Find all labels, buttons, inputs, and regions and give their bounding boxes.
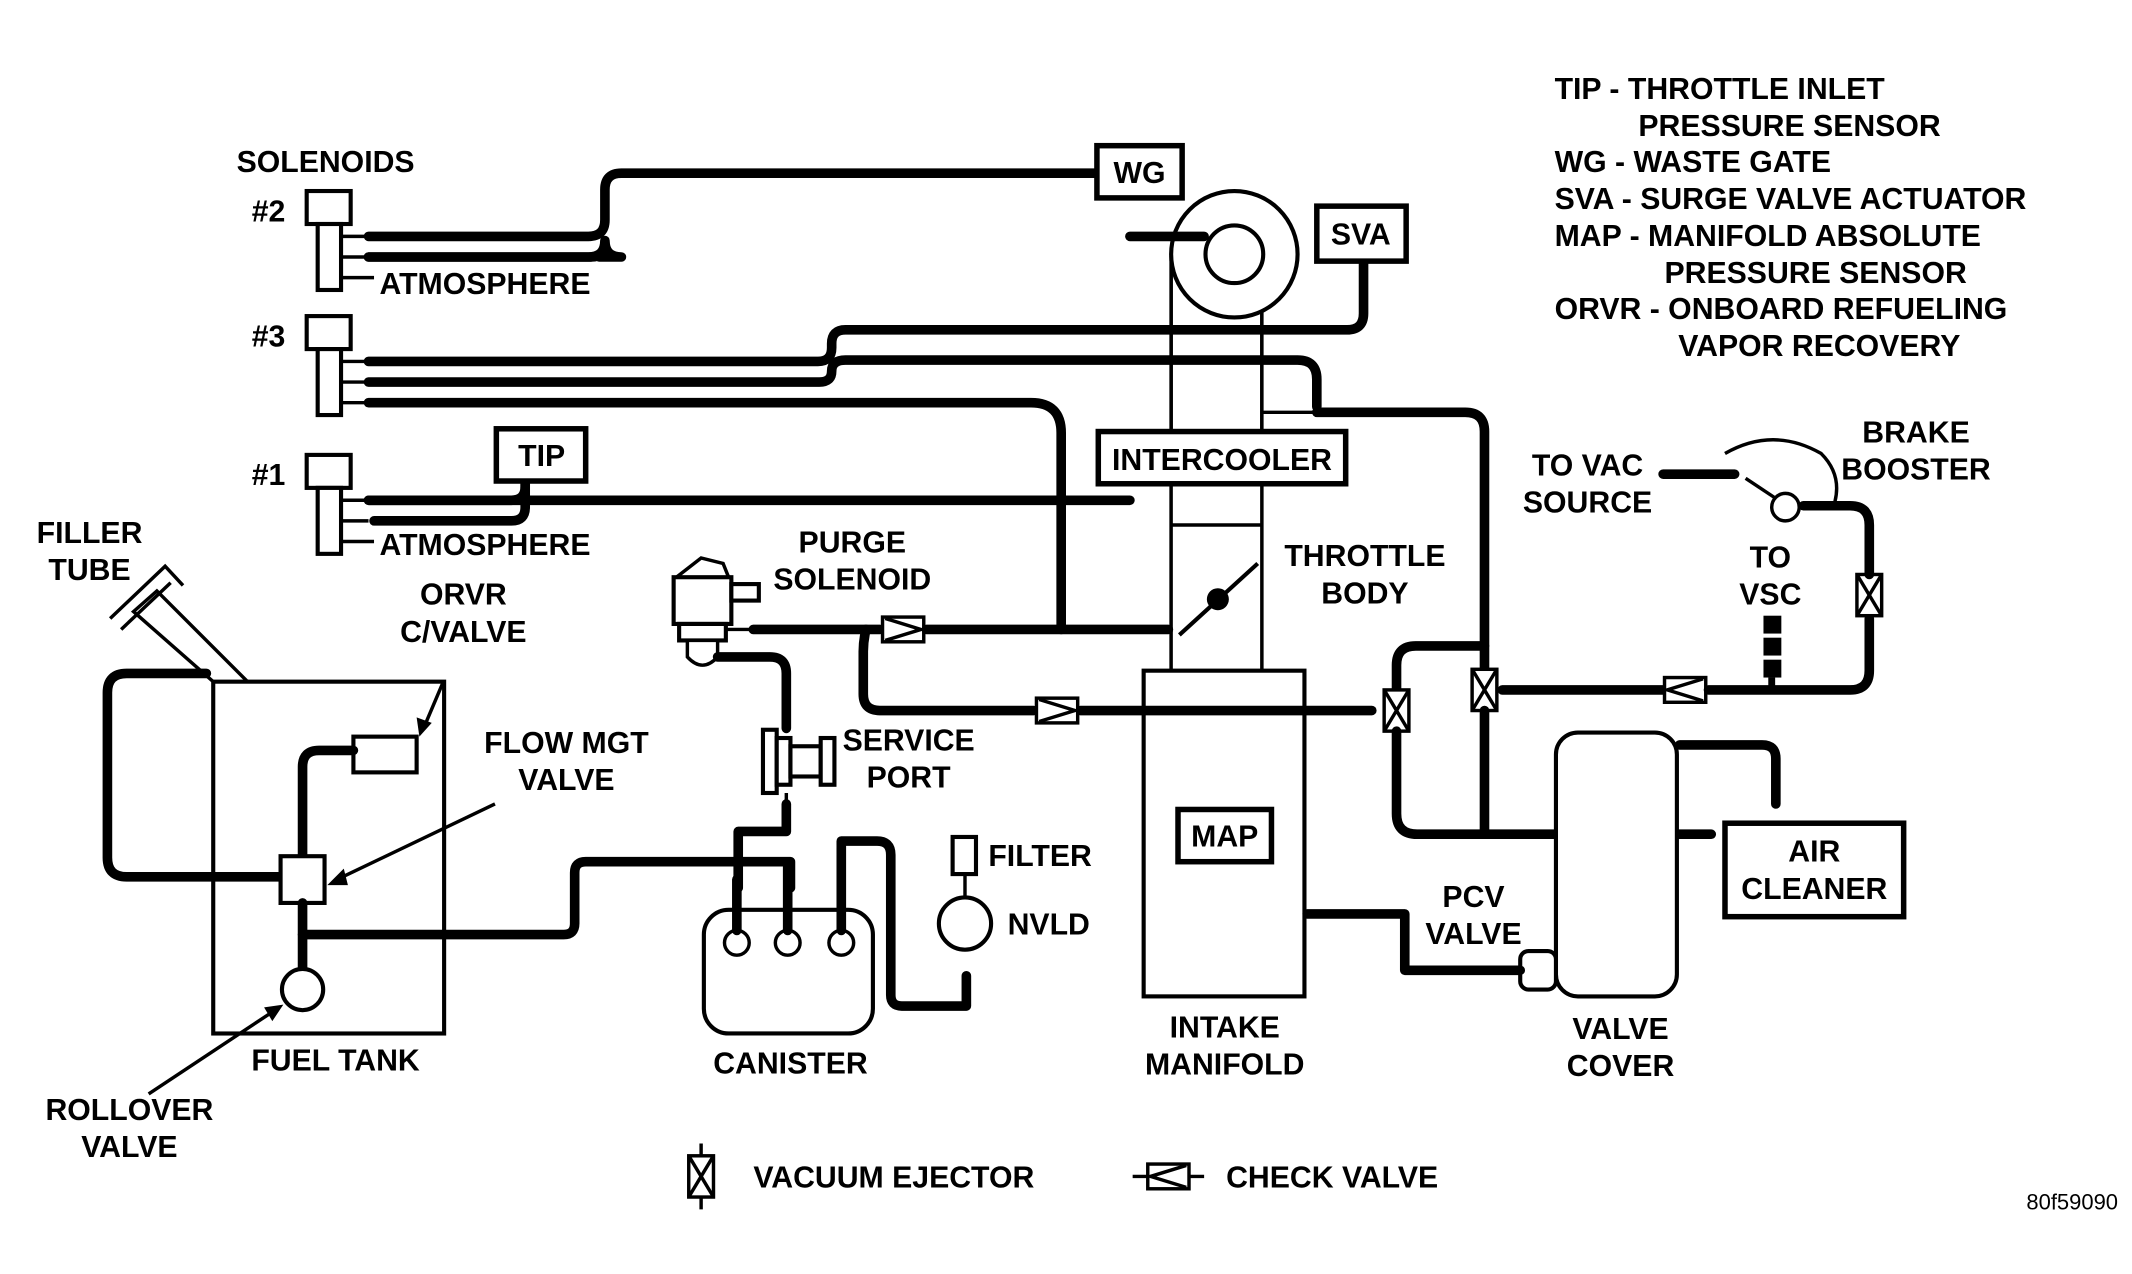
fuel-tank: [211, 679, 447, 1036]
air-cleaner-label-1: AIR: [1788, 836, 1840, 869]
legend-sva: SVA - SURGE VALVE ACTUATOR: [1555, 183, 2027, 216]
check-valve-legend-label: CHECK VALVE: [1226, 1161, 1438, 1194]
brake-booster: [1724, 438, 1839, 523]
legend-wg: WG - WASTE GATE: [1555, 146, 1831, 179]
abbreviation-legend: TIP - THROTTLE INLET PRESSURE SENSOR WG …: [1555, 73, 2027, 363]
filler-vent-hose: [102, 668, 286, 882]
solenoid-3: [304, 314, 369, 418]
intercooler-label: INTERCOOLER: [1112, 444, 1332, 477]
tip-label: TIP: [518, 440, 565, 473]
brake-booster-label-2: BOOSTER: [1841, 454, 1991, 487]
solenoid-1-label: #1: [252, 459, 286, 492]
flow-mgt-leader: [336, 802, 496, 882]
air-cleaner-label-2: CLEANER: [1741, 873, 1887, 906]
atmosphere-label-top: ATMOSPHERE: [380, 268, 591, 301]
canister-label: CANISTER: [713, 1047, 868, 1080]
purge-solenoid-label-2: SOLENOID: [773, 564, 931, 597]
wastegate-label: WG: [1114, 157, 1166, 190]
throttle-body-label-2: BODY: [1321, 577, 1408, 610]
intake-manifold-label-1: INTAKE: [1170, 1012, 1280, 1045]
flow-mgt-label-2: VALVE: [518, 764, 614, 797]
map-label: MAP: [1191, 821, 1258, 854]
check-valve-symbol: [1146, 1162, 1191, 1191]
legend-map-line1: MAP - MANIFOLD ABSOLUTE: [1555, 220, 1981, 253]
intake-manifold-label-2: MANIFOLD: [1145, 1049, 1304, 1082]
rollover-label-2: VALVE: [81, 1131, 177, 1164]
to-vsc-label-1: TO: [1750, 542, 1791, 575]
legend-orvr-line1: ORVR - ONBOARD REFUELING: [1555, 293, 2008, 326]
vacuum-ejector-lower: [1382, 688, 1411, 733]
atmosphere-label-bottom: ATMOSPHERE: [380, 529, 591, 562]
vacuum-ejector-upper: [1470, 667, 1499, 713]
orvr-leader: [421, 682, 445, 730]
vsc-check-valve: [1662, 675, 1708, 704]
purge-solenoid-label-1: PURGE: [799, 526, 906, 559]
check-valve-manifold: [1034, 696, 1080, 725]
legend-map-line2: PRESSURE SENSOR: [1665, 257, 1967, 290]
solenoid-1: [304, 452, 375, 556]
nvld-filter: [950, 834, 979, 877]
surge-valve-actuator-box: [1314, 203, 1409, 264]
service-port: [760, 727, 837, 832]
vacuum-ejector-symbol: [687, 1154, 716, 1199]
symbol-legend: VACUUM EJECTOR CHECK VALVE: [687, 1143, 1438, 1210]
solenoid-2-label: #2: [252, 195, 286, 228]
vsc-connector: [1763, 615, 1782, 690]
map-sensor-box: [1175, 806, 1275, 865]
vacuum-ejector-legend-label: VACUUM EJECTOR: [753, 1161, 1034, 1194]
intercooler-box: [1095, 428, 1349, 487]
valve-cover-label-2: COVER: [1567, 1050, 1675, 1083]
flow-mgt-label-1: FLOW MGT: [484, 727, 649, 760]
rollover-label-1: ROLLOVER: [45, 1094, 213, 1127]
orvr-valve-label-2: C/VALVE: [400, 616, 526, 649]
to-vac-label-1: TO VAC: [1532, 450, 1643, 483]
solenoid-3-label: #3: [252, 320, 286, 353]
nvld-label: NVLD: [1008, 909, 1090, 942]
filler-tube-label-2: TUBE: [48, 554, 130, 587]
purge-solenoid: [671, 556, 761, 667]
filter-label: FILTER: [988, 840, 1092, 873]
throttle-body-label-1: THROTTLE: [1284, 540, 1445, 573]
rollover-leader: [147, 1008, 277, 1096]
brake-booster-label-1: BRAKE: [1862, 417, 1969, 450]
service-port-label-2: PORT: [867, 761, 951, 794]
purge-check-valve: [880, 615, 926, 644]
pcv-valve: [1518, 948, 1559, 992]
solenoids-label: SOLENOIDS: [237, 146, 415, 179]
legend-tip-line2: PRESSURE SENSOR: [1638, 110, 1940, 143]
air-cleaner: [1722, 820, 1907, 920]
filler-tube: [108, 563, 252, 684]
to-vac-label-2: SOURCE: [1523, 487, 1652, 520]
rollover-valve: [279, 966, 326, 1013]
figure-id: 80f59090: [2026, 1189, 2118, 1214]
legend-orvr-line2: VAPOR RECOVERY: [1678, 330, 1960, 363]
solenoid-2: [304, 188, 375, 293]
orvr-check-valve: [351, 734, 419, 775]
pcv-valve-label-2: VALVE: [1425, 918, 1521, 951]
orvr-valve-label-1: ORVR: [420, 579, 507, 612]
flow-management-valve: [278, 854, 327, 905]
wastegate-box: [1094, 142, 1185, 201]
fuel-tank-label: FUEL TANK: [251, 1045, 420, 1078]
to-vsc-label-2: VSC: [1739, 579, 1801, 612]
legend-tip-line1: TIP - THROTTLE INLET: [1555, 73, 1886, 106]
tip-sensor-box: [493, 426, 589, 484]
valve-cover: [1553, 730, 1679, 999]
solenoid-hoses: [363, 168, 1369, 635]
nvld: [936, 895, 994, 952]
brake-booster-check-valve: [1855, 572, 1884, 618]
pcv-valve-label-1: PCV: [1442, 881, 1504, 914]
sva-label: SVA: [1331, 219, 1391, 252]
valve-cover-label-1: VALVE: [1572, 1013, 1668, 1046]
service-port-label-1: SERVICE: [843, 724, 975, 757]
filler-tube-label-1: FILLER: [37, 517, 143, 550]
